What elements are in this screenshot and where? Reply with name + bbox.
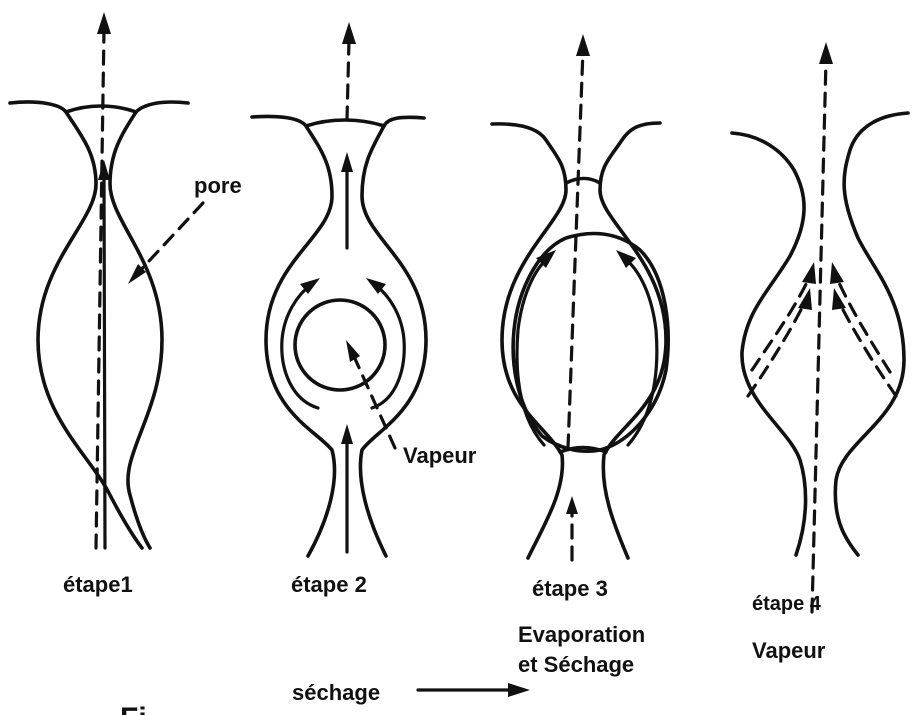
stage-4-vapeur-label: Vapeur: [752, 638, 826, 663]
stage-4-diffusion-head-1: [802, 262, 816, 284]
stage-3-arrowhead-bottom: [566, 496, 578, 514]
stage-2-flow-right: [372, 284, 404, 408]
stage-4-dashed-diffusion-2: [748, 300, 806, 396]
stage-3-vapour-arrow: [568, 50, 583, 448]
stage-1-arrowhead-liquid: [98, 160, 110, 180]
stage-1-liquid-arrow: [104, 175, 105, 548]
stage-3-upper-meniscus: [566, 179, 600, 184]
stage-4-diffusion-head-3: [830, 262, 844, 284]
drying-direction: séchage: [292, 680, 530, 705]
stage-1-left-wall: [10, 102, 142, 548]
figure-caption-fragment: Fi: [120, 702, 147, 715]
stage-3-left-wall: [492, 124, 566, 558]
stage-3-flow-right: [624, 258, 657, 445]
vapeur-pointer-arrow: [352, 352, 395, 448]
stage-4-dashed-diffusion-4: [838, 300, 896, 396]
vapeur-pointer-head: [346, 340, 360, 362]
drying-arrowhead: [508, 683, 530, 697]
pore-label: pore: [194, 173, 242, 198]
stage-4-arrowhead-top: [819, 42, 833, 64]
stage-2-vapour-arrow: [347, 40, 349, 120]
stage-2-meniscus: [306, 120, 384, 126]
stage-4-dashed-diffusion-3: [836, 276, 890, 372]
stage-2-pore: Vapeur étape 2: [252, 22, 477, 597]
stage-1-label: étape1: [63, 572, 133, 597]
stage-2-arrowhead-up: [341, 152, 353, 172]
stage-3-arrowhead-top: [576, 34, 590, 56]
stage-2-flow-left: [282, 284, 318, 408]
stage-1-arrowhead-top: [97, 12, 111, 34]
stage-4-diffusion-head-2: [798, 288, 812, 310]
stage-4-vapour-arrow: [812, 60, 826, 612]
stage-3-pore: étape 3 Evaporation et Séchage: [492, 34, 668, 677]
stage-4-right-wall: [835, 113, 908, 555]
stage-3-caption-line-2: et Séchage: [518, 652, 634, 677]
stage-2-arrowhead-top: [342, 22, 356, 44]
stage-2-arrowhead-bottom: [341, 424, 353, 444]
stage-1-meniscus: [66, 106, 136, 112]
stage-3-caption-line-1: Evaporation: [518, 622, 645, 647]
stage-1-pore: pore étape1: [10, 12, 242, 597]
stage-4-dashed-diffusion-1: [752, 276, 810, 370]
stage-3-label: étape 3: [532, 576, 608, 601]
vapeur-label-stage-2: Vapeur: [403, 443, 477, 468]
stage-2-label: étape 2: [291, 572, 367, 597]
stage-2-left-wall: [252, 116, 335, 556]
stage-4-label: étape 4: [752, 593, 822, 615]
stage-2-vapour-bubble: [295, 300, 385, 390]
stage-1-right-wall: [110, 102, 188, 548]
stage-2-right-wall: [360, 117, 426, 556]
stage-4-pore: étape 4 Vapeur: [732, 42, 908, 663]
drying-label: séchage: [292, 680, 380, 705]
